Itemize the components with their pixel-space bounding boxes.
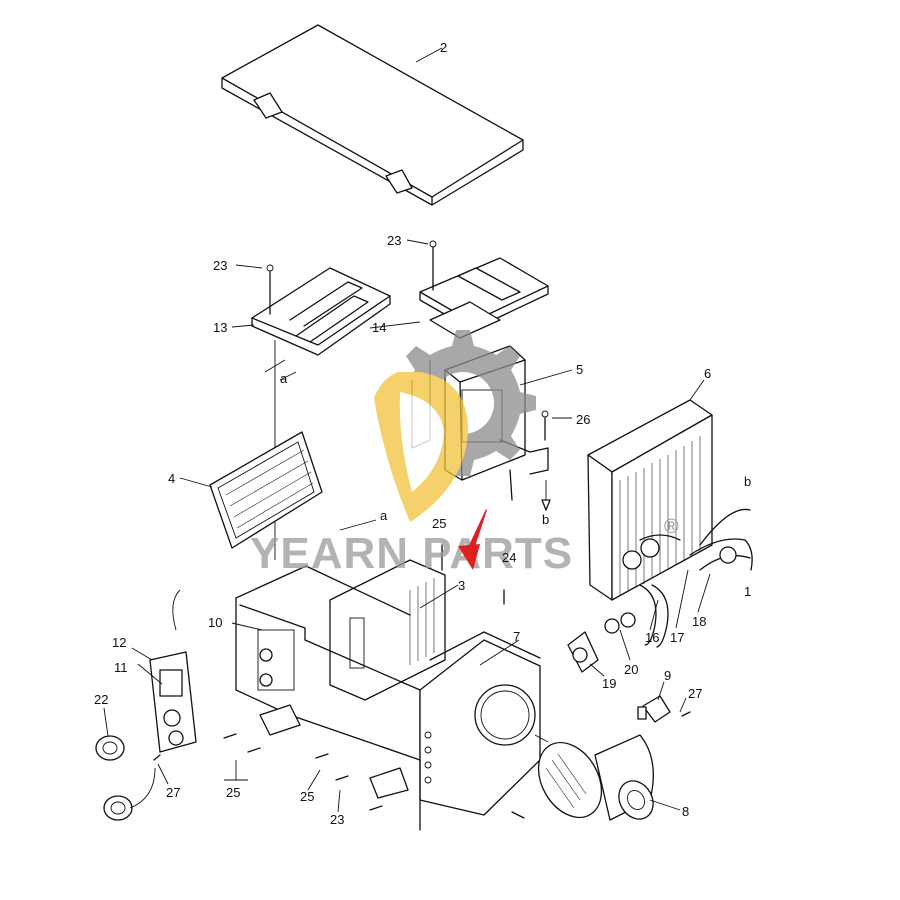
label-22: 22 [94, 692, 108, 707]
label-ref-a1: a [280, 371, 288, 386]
label-2: 2 [440, 40, 447, 55]
label-5: 5 [576, 362, 583, 377]
label-3: 3 [458, 578, 465, 593]
label-4: 4 [168, 471, 175, 486]
label-27-left: 27 [166, 785, 180, 800]
label-26: 26 [576, 412, 590, 427]
label-17: 17 [670, 630, 684, 645]
label-25-top: 25 [432, 516, 446, 531]
watermark-brand-text: YEARN PARTS [250, 529, 573, 578]
label-18: 18 [692, 614, 706, 629]
label-12: 12 [112, 635, 126, 650]
label-23-left: 23 [213, 258, 227, 273]
label-8: 8 [682, 804, 689, 819]
label-23-top: 23 [387, 233, 401, 248]
label-20: 20 [624, 662, 638, 677]
label-6: 6 [704, 366, 711, 381]
label-23-bottom: 23 [330, 812, 344, 827]
part-core-3 [329, 559, 446, 701]
label-ref-a2: a [380, 508, 388, 523]
part-switch-plate-11-12 [149, 589, 197, 753]
label-10: 10 [208, 615, 222, 630]
label-13: 13 [213, 320, 227, 335]
label-1-partial: 1 [744, 584, 751, 599]
label-16: 16 [645, 630, 659, 645]
label-11: 11 [114, 660, 128, 675]
label-ref-b2: b [744, 474, 751, 489]
part-bracket-14 [419, 240, 549, 339]
part-blower-motor-8 [537, 734, 654, 821]
part-cover-panel [221, 24, 524, 206]
part-labels: 2 23 23 13 14 a 5 6 26 4 a b b 25 24 3 7… [94, 40, 751, 827]
part-fittings-19-20-9 [567, 612, 671, 723]
part-housing [235, 565, 549, 831]
part-bracket-13 [251, 264, 391, 560]
label-19: 19 [602, 676, 616, 691]
part-heater-core-6 [587, 399, 713, 601]
label-14: 14 [372, 320, 386, 335]
part-filter-4 [209, 431, 323, 549]
red-arrow-icon [458, 509, 487, 570]
part-screws [153, 544, 691, 819]
leader-lines [103, 239, 711, 813]
label-24: 24 [502, 550, 516, 565]
label-7: 7 [513, 629, 520, 644]
label-ref-b1: b [542, 512, 549, 527]
label-9: 9 [664, 668, 671, 683]
part-hoses [639, 508, 753, 648]
label-25-left: 25 [226, 785, 240, 800]
label-27-right: 27 [688, 686, 702, 701]
registered-mark: ® [664, 516, 679, 538]
label-25-mid: 25 [300, 789, 314, 804]
part-grommets-22 [95, 735, 156, 821]
watermark-logo [374, 330, 536, 522]
